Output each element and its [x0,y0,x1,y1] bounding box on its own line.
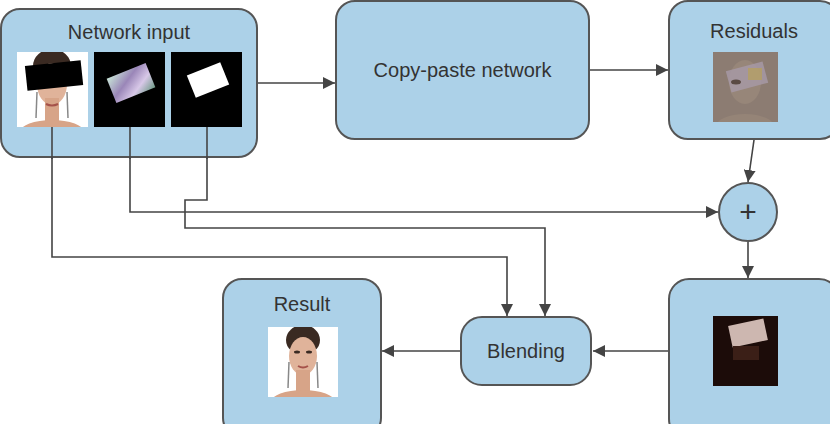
arrow-connector [130,158,718,212]
image-box [669,279,830,424]
patch [733,346,759,360]
node-label: Network input [68,20,190,44]
arrow-connector [590,69,668,71]
mask-image [171,52,242,127]
node-label: Residuals [710,19,798,43]
mask-region [187,62,229,98]
circle-outline [719,183,777,241]
wire [593,242,748,351]
node-label: Copy-paste network [374,58,552,82]
patch [728,318,768,347]
residual-image [713,52,778,122]
process-box: Blending [460,316,592,386]
arrow-connector [258,82,335,84]
blended-patch-image [713,316,778,386]
patch [107,63,156,103]
arrow-connector [748,140,754,182]
arrow-connector [185,158,545,316]
process-box: Copy-paste network [335,0,590,140]
arrow-connector [52,158,507,316]
source-patch-image [94,52,165,127]
node-label: Result [274,292,331,316]
result-face-image [268,327,338,397]
node-label: Blending [487,339,565,363]
node-label: + [739,197,757,227]
sum-circle: + [718,182,778,242]
masked-face-image [17,52,88,127]
arrow-connector [382,350,460,352]
wire [52,127,207,159]
